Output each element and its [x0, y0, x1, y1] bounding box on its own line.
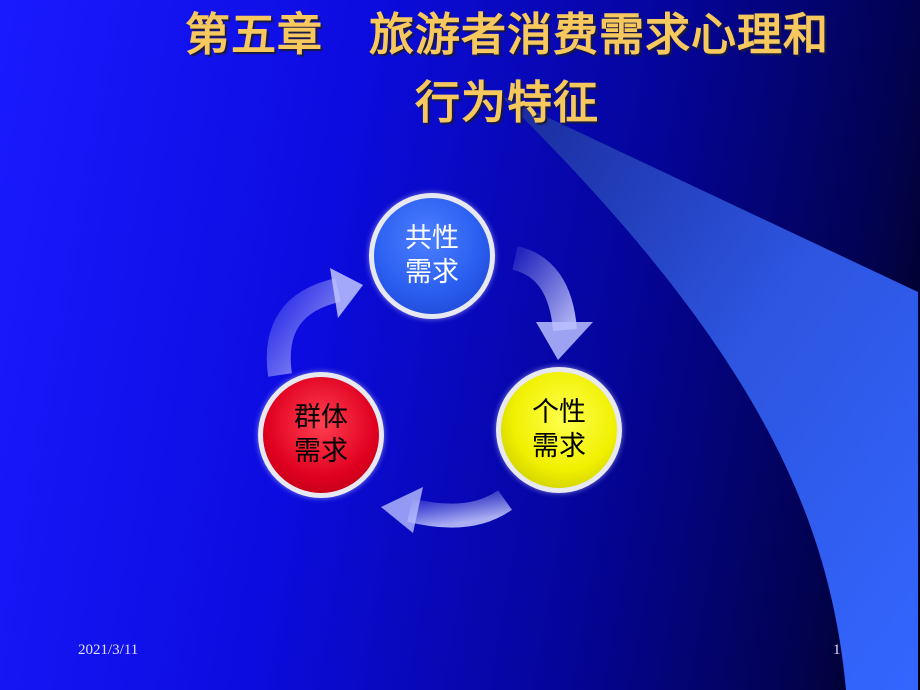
group-needs-circle: 群体 需求: [258, 372, 384, 498]
footer-date: 2021/3/11: [78, 642, 139, 658]
arrow-head: [536, 322, 593, 360]
page-number: 1: [833, 642, 841, 658]
individual-needs-circle: 个性 需求: [496, 367, 622, 493]
node-label: 需求: [532, 431, 586, 462]
arrow-common-to-individual: [511, 246, 577, 332]
node-label: 需求: [405, 257, 459, 288]
slide-title-line2: 行为特征: [414, 76, 599, 129]
node-label: 群体: [294, 402, 348, 433]
common-needs-circle: 共性 需求: [369, 193, 495, 319]
arrow-head: [330, 268, 363, 318]
node-label: 需求: [294, 436, 348, 467]
arrow-group-to-common: [266, 278, 341, 377]
arrow-individual-to-group: [407, 489, 512, 528]
slide-title-line1: 第五章 旅游者消费需求心理和: [184, 8, 829, 61]
node-label: 共性: [405, 223, 459, 254]
node-label: 个性: [532, 397, 586, 428]
swoosh-shape: [500, 95, 918, 690]
arrow-head: [381, 487, 423, 533]
